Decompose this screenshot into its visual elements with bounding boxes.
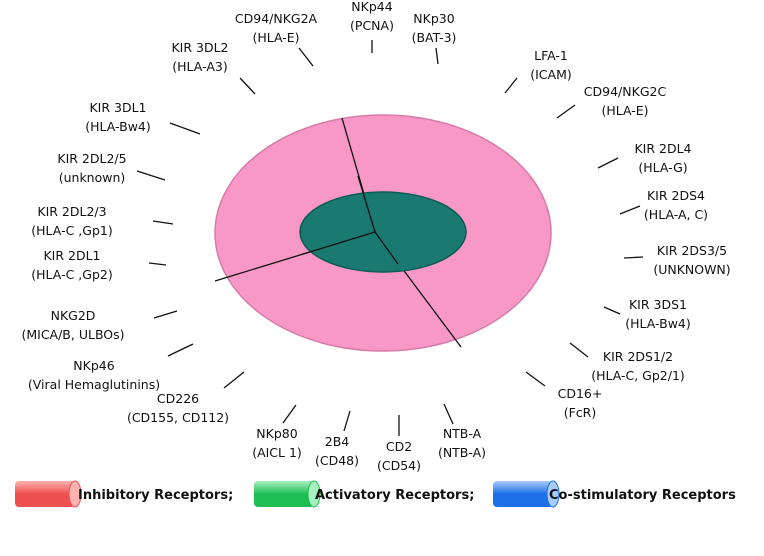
receptor-name: NKp80	[256, 426, 297, 441]
receptor-name: CD16+	[558, 386, 603, 401]
leader-line	[153, 310, 178, 319]
leader-line	[443, 403, 454, 425]
receptor-ligand: (Viral Hemaglutinins)	[28, 377, 160, 392]
receptor-ligand: (unknown)	[59, 170, 126, 185]
receptor-name: CD2	[386, 439, 412, 454]
receptor-name: NTB-A	[443, 426, 482, 441]
receptor-ligand: (FcR)	[564, 405, 597, 420]
receptor-name: KIR 3DL1	[89, 100, 146, 115]
receptor-name: KIR 2DL4	[634, 141, 691, 156]
leader-line	[239, 77, 256, 95]
receptor-name: CD94/NKG2A	[235, 11, 318, 26]
receptor-ligand: (NTB-A)	[438, 445, 486, 460]
receptor-name: KIR 2DS4	[647, 188, 705, 203]
leader-line	[223, 371, 245, 389]
legend-swatch	[254, 481, 314, 507]
cell-nucleus	[299, 191, 467, 273]
leader-line	[167, 343, 194, 357]
receptor-ligand: (PCNA)	[350, 18, 394, 33]
leader-line	[148, 262, 167, 266]
receptor-ligand: (HLA-A, C)	[644, 207, 708, 222]
nk-cell	[214, 114, 552, 352]
receptor-name: CD226	[157, 391, 199, 406]
leader-line	[597, 157, 619, 169]
leader-line	[504, 77, 518, 94]
receptor-ligand: (HLA-E)	[601, 103, 648, 118]
receptor-ligand: (HLA-C, Gp2/1)	[591, 368, 685, 383]
leader-line	[569, 342, 589, 358]
receptor-name: NKp46	[73, 358, 114, 373]
leader-line	[525, 371, 546, 387]
legend-item-costimulatory: Co-stimulatory Receptors	[493, 480, 736, 508]
receptor-ligand: (HLA-G)	[638, 160, 687, 175]
receptor-ligand: (ICAM)	[530, 67, 572, 82]
receptor-ligand: (HLA-E)	[252, 30, 299, 45]
leader-line	[435, 47, 439, 65]
legend-label: Activatory Receptors;	[315, 488, 474, 503]
receptor-ligand: (MICA/B, ULBOs)	[21, 327, 124, 342]
sector-divider-line	[374, 231, 399, 265]
receptor-ligand: (CD48)	[315, 453, 359, 468]
receptor-ligand: (HLA-Bw4)	[85, 119, 151, 134]
receptor-name: KIR 2DS3/5	[657, 243, 727, 258]
leader-line	[152, 220, 174, 225]
legend-swatch	[15, 481, 75, 507]
leader-line	[556, 104, 576, 119]
legend: Inhibitory Receptors; Activatory Receptor…	[15, 480, 736, 508]
receptor-name: KIR 2DL2/5	[57, 151, 126, 166]
legend-item-activatory: Activatory Receptors;	[254, 480, 474, 508]
legend-swatch	[493, 481, 553, 507]
leader-line	[136, 170, 166, 181]
receptor-name: NKp44	[351, 0, 392, 14]
receptor-name: NKp30	[413, 11, 454, 26]
receptor-ligand: (BAT-3)	[412, 30, 457, 45]
receptor-name: CD94/NKG2C	[584, 84, 667, 99]
sector-divider-line	[299, 231, 376, 256]
receptor-name: LFA-1	[534, 48, 568, 63]
receptor-name: NKG2D	[51, 308, 96, 323]
leader-line	[169, 122, 201, 135]
receptor-name: KIR 2DL2/3	[37, 204, 106, 219]
receptor-ligand: (HLA-A3)	[172, 59, 227, 74]
legend-label: Co-stimulatory Receptors	[549, 488, 736, 503]
receptor-name: KIR 3DL2	[171, 40, 228, 55]
legend-item-inhibitory: Inhibitory Receptors;	[15, 480, 233, 508]
leader-line	[623, 256, 644, 259]
receptor-ligand: (HLA-C ,Gp2)	[31, 267, 112, 282]
receptor-ligand: (HLA-C ,Gp1)	[31, 223, 112, 238]
receptor-ligand: (CD54)	[377, 458, 421, 473]
leader-line	[343, 410, 351, 432]
leader-line	[603, 306, 621, 315]
sector-divider-line	[357, 175, 376, 233]
legend-label: Inhibitory Receptors;	[78, 488, 233, 503]
receptor-ligand: (HLA-Bw4)	[625, 316, 691, 331]
receptor-name: KIR 3DS1	[629, 297, 687, 312]
leader-line	[298, 47, 314, 67]
receptor-ligand: (AICL 1)	[252, 445, 302, 460]
receptor-ligand: (CD155, CD112)	[127, 410, 229, 425]
receptor-ligand: (UNKNOWN)	[653, 262, 730, 277]
label-leader-lines	[136, 40, 644, 436]
receptor-name: KIR 2DS1/2	[603, 349, 673, 364]
leader-line	[619, 205, 641, 215]
receptor-name: KIR 2DL1	[43, 248, 100, 263]
receptor-labels: KIR 2DL1 (HLA-C ,Gp2) KIR 2DL2/3 (HLA-C ,Gp…	[21, 0, 730, 473]
leader-line	[282, 404, 297, 424]
receptor-name: 2B4	[325, 434, 350, 449]
